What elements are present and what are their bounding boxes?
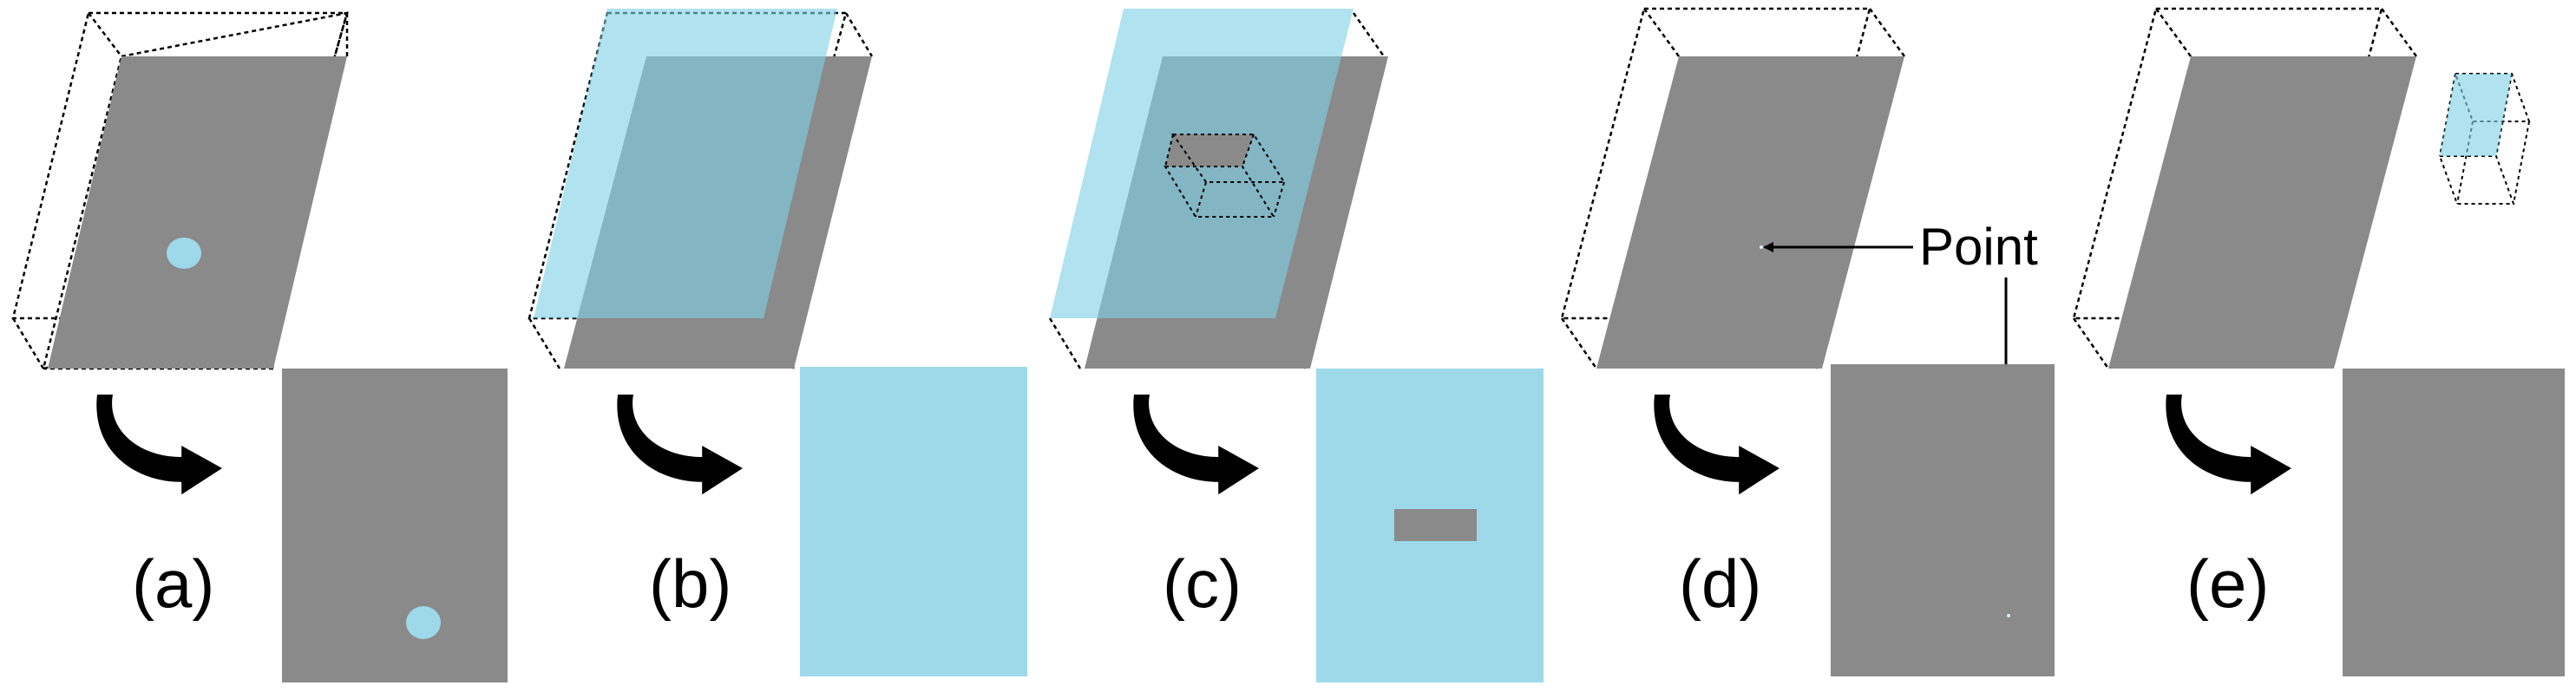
- panel-e: (e): [2072, 7, 2565, 676]
- point-marker-d: [1760, 245, 1763, 249]
- small-plane-e: [2438, 73, 2531, 205]
- panel-label-d: (d): [1679, 545, 1761, 622]
- panel-c: (c): [1048, 9, 1544, 682]
- panel-label-c: (c): [1163, 545, 1242, 622]
- slab-e: [2108, 56, 2416, 369]
- result-slice-a: [282, 369, 508, 682]
- curved-arrow-icon: [1133, 395, 1259, 495]
- result-slice-d: [1831, 364, 2055, 676]
- result-slice-b: [800, 367, 1027, 676]
- panel-a: (a): [11, 11, 508, 682]
- panel-b: (b): [528, 9, 1027, 676]
- cutout-wireframe-c: [1163, 134, 1286, 218]
- panel-label-b: (b): [649, 545, 731, 622]
- result-cutout-c: [1394, 509, 1477, 541]
- curved-arrow-icon: [617, 395, 743, 495]
- cutout-c: [1165, 134, 1254, 166]
- result-object-a: [406, 606, 441, 639]
- point-label: Point: [1919, 218, 2038, 276]
- curved-arrow-icon: [96, 395, 222, 495]
- panel-label-e: (e): [2186, 545, 2269, 622]
- slab-a: [48, 56, 347, 369]
- panel-label-a: (a): [132, 545, 214, 622]
- result-slice-e: [2343, 369, 2565, 676]
- curved-arrow-icon: [2166, 395, 2291, 495]
- slab-d: [1596, 56, 1904, 369]
- slicing-plane-b: [534, 9, 837, 318]
- result-point-d: [2007, 614, 2010, 617]
- curved-arrow-icon: [1654, 395, 1780, 495]
- panel-d: Point (d): [1560, 7, 2055, 676]
- embedded-object-a: [167, 238, 201, 269]
